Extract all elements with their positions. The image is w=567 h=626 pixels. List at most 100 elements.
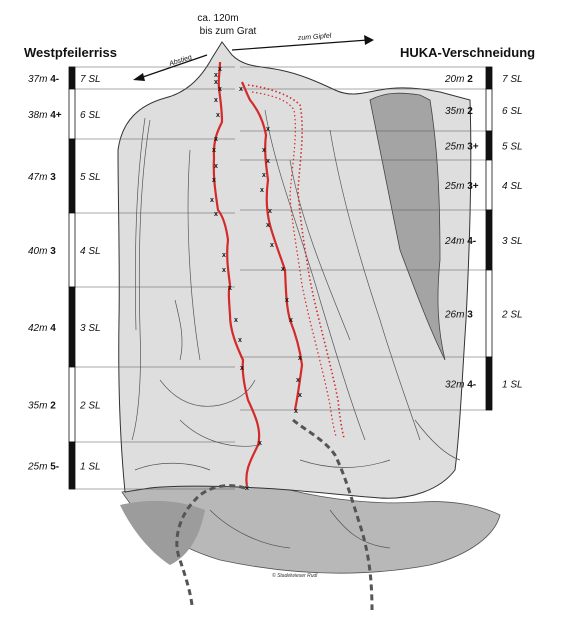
top-note-line2: bis zum Grat	[200, 26, 257, 37]
credit-text: © Stadelwieser Rudi	[272, 572, 318, 579]
scree-left	[120, 500, 205, 565]
right-pitch-length: 35m	[445, 106, 467, 117]
protection-marker: x	[210, 197, 214, 204]
left-band-segment	[68, 286, 76, 368]
left-pitch-grade: 5-	[50, 462, 59, 473]
left-pitch-length-grade: 25m 5-	[27, 462, 59, 473]
huka-verschneidung-route-line	[241, 81, 304, 411]
left-band-segment	[68, 88, 76, 140]
left-pitch-length: 35m	[28, 401, 50, 412]
belay-marker: x	[240, 365, 244, 372]
left-pitch-number: 5 SL	[80, 172, 101, 183]
protection-marker: x	[214, 79, 218, 86]
left-band-segment	[68, 441, 76, 490]
right-pitch-grade: 4-	[467, 236, 476, 247]
protection-marker: x	[212, 177, 216, 184]
westpfeilerriss-route-line	[212, 61, 261, 487]
protection-marker: x	[289, 317, 293, 324]
belay-marker: x	[294, 408, 298, 415]
right-pitch-grade: 3+	[467, 181, 479, 192]
right-pitch-grade: 3	[467, 310, 473, 321]
summit-label: zum Gipfel	[297, 33, 332, 42]
right-pitch-length: 20m	[444, 74, 467, 85]
right-pitch-length-grade: 24m 4-	[444, 236, 476, 247]
left-pitch-length: 40m	[28, 246, 50, 257]
protection-marker: x	[266, 222, 270, 229]
protection-marker: x	[214, 97, 218, 104]
protection-marker: x	[238, 337, 242, 344]
right-pitch-length-grade: 25m 3+	[444, 142, 479, 153]
right-pitch-length: 25m	[444, 181, 467, 192]
belay-marker: x	[214, 211, 218, 218]
right-pitch-number: 3 SL	[502, 236, 523, 247]
variant-route-dotted	[247, 84, 345, 439]
right-band-segment	[485, 130, 493, 161]
protection-marker: x	[260, 187, 264, 194]
protection-marker: x	[222, 267, 226, 274]
belay-marker: x	[245, 485, 249, 492]
right-pitch-number: 1 SL	[502, 380, 523, 391]
left-pitch-grade: 4-	[50, 74, 59, 85]
left-route-title: Westpfeilerriss	[24, 45, 117, 60]
right-pitch-length: 26m	[444, 310, 467, 321]
right-band-segment	[485, 66, 493, 90]
left-scale-band	[68, 66, 76, 490]
left-pitch-length-grade: 37m 4-	[28, 74, 59, 85]
belay-marker: x	[266, 158, 270, 165]
belay-marker: x	[218, 66, 222, 73]
left-band-segment	[68, 366, 76, 443]
right-pitch-grade: 2	[467, 74, 473, 85]
left-band-segment	[68, 138, 76, 214]
left-pitch-grade: 3	[50, 172, 56, 183]
right-band-segment	[485, 159, 493, 211]
belay-marker: x	[218, 86, 222, 93]
right-pitch-grade: 2	[467, 106, 473, 117]
right-route-title: HUKA-Verschneidung	[400, 45, 535, 60]
protection-marker: x	[270, 242, 274, 249]
protection-marker: x	[216, 112, 220, 119]
right-pitch-number: 4 SL	[502, 181, 523, 192]
left-pitch-length-grade: 47m 3	[28, 172, 56, 183]
rock-lines	[131, 109, 461, 549]
right-pitch-length-grade: 35m 2	[445, 106, 473, 117]
left-pitch-number: 6 SL	[80, 110, 101, 121]
right-pitch-grade: 4-	[467, 380, 476, 391]
left-pitch-length: 38m	[28, 110, 50, 121]
protection-marker: x	[298, 392, 302, 399]
belay-marker: x	[298, 355, 302, 362]
belay-marker: x	[214, 163, 218, 170]
right-pitch-length-grade: 25m 3+	[444, 181, 479, 192]
left-pitch-grade: 4+	[50, 110, 62, 121]
protection-marker: x	[234, 317, 238, 324]
left-pitch-length-grade: 35m 2	[28, 401, 56, 412]
right-band-segment	[485, 88, 493, 132]
left-pitch-length: 37m	[28, 74, 50, 85]
right-band-segment	[485, 269, 493, 358]
belay-marker: x	[214, 136, 218, 143]
right-pitch-number: 7 SL	[502, 74, 523, 85]
right-pitch-length: 25m	[444, 142, 467, 153]
belay-marker: x	[258, 440, 262, 447]
approach-path-left	[175, 484, 246, 606]
left-pitch-length-grade: 38m 4+	[28, 110, 62, 121]
protection-marker: x	[285, 297, 289, 304]
protection-marker: x	[262, 172, 266, 179]
left-pitch-grade: 3	[50, 246, 56, 257]
left-pitch-length: 25m	[27, 462, 50, 473]
descent-arrow	[133, 54, 208, 81]
belay-marker: x	[239, 86, 243, 93]
right-pitch-length: 32m	[445, 380, 467, 391]
left-pitch-number: 3 SL	[80, 323, 101, 334]
right-scale-band	[485, 66, 493, 411]
left-pitch-number: 4 SL	[80, 246, 101, 257]
left-pitch-grade: 2	[50, 401, 56, 412]
right-pitch-grade: 3+	[467, 142, 479, 153]
left-pitch-length: 47m	[28, 172, 50, 183]
left-pitch-grade: 4	[50, 323, 56, 334]
belay-marker: x	[266, 126, 270, 133]
right-pitch-number: 2 SL	[501, 310, 523, 321]
belay-marker: x	[268, 208, 272, 215]
